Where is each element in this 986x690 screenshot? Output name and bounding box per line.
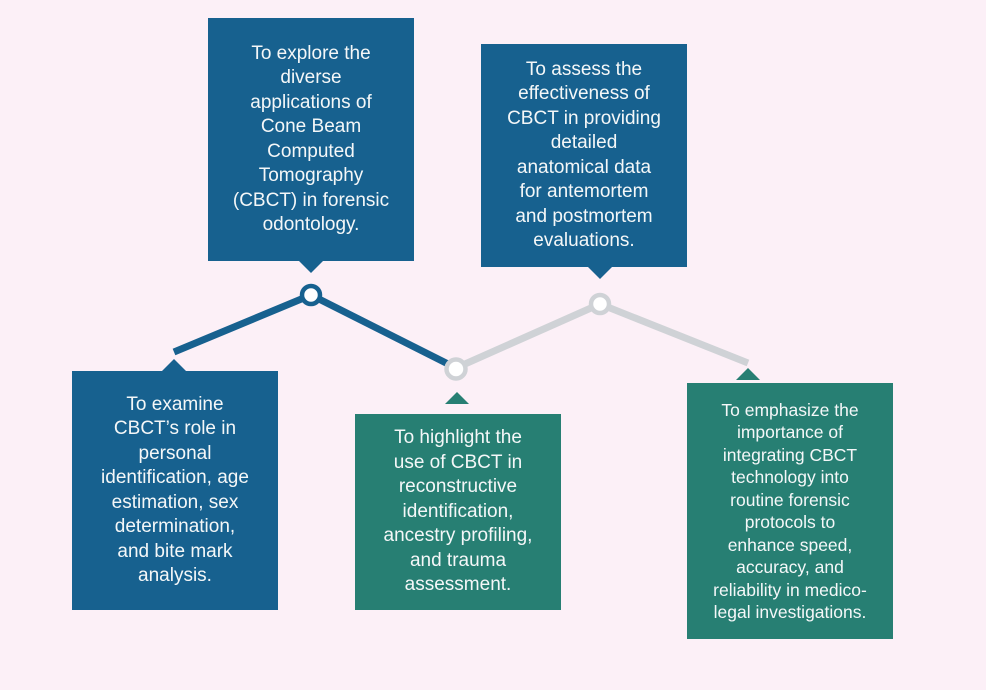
pointer-down-1 [299, 261, 323, 273]
objective-text-2: To assess the effectiveness of CBCT in p… [507, 58, 661, 252]
objective-card-4: To highlight the use of CBCT in reconstr… [355, 414, 561, 610]
objective-text-5: To emphasize the importance of integrati… [713, 399, 867, 623]
pointer-up-4 [445, 392, 469, 404]
objective-text-4: To highlight the use of CBCT in reconstr… [383, 427, 533, 596]
timeline-node-1 [299, 283, 323, 307]
pointer-up-5 [736, 368, 760, 380]
objective-card-3: To examine CBCT’s role in personal ident… [72, 371, 278, 610]
timeline-node-3 [588, 292, 612, 316]
objective-text-3: To examine CBCT’s role in personal ident… [101, 393, 249, 587]
objective-text-1: To explore the diverse applications of C… [232, 42, 390, 236]
pointer-down-2 [588, 267, 612, 279]
pointer-up-3 [162, 359, 186, 371]
objective-card-2: To assess the effectiveness of CBCT in p… [481, 44, 687, 267]
objective-card-1: To explore the diverse applications of C… [208, 18, 414, 261]
objective-card-5: To emphasize the importance of integrati… [687, 383, 893, 639]
connector-segment-2 [309, 291, 458, 372]
timeline-node-2 [444, 357, 468, 381]
connector-segment-3 [454, 300, 602, 372]
connector-segment-4 [598, 300, 750, 367]
connector-segment-1 [172, 291, 313, 356]
